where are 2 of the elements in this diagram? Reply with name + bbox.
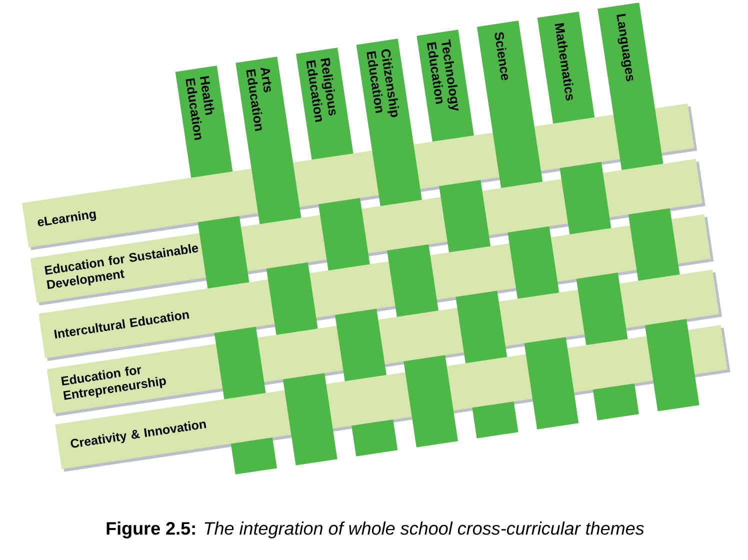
caption: Figure 2.5: The integration of whole school cross-curricular themes [106, 522, 644, 538]
vertical-strip: Languages [598, 2, 700, 412]
